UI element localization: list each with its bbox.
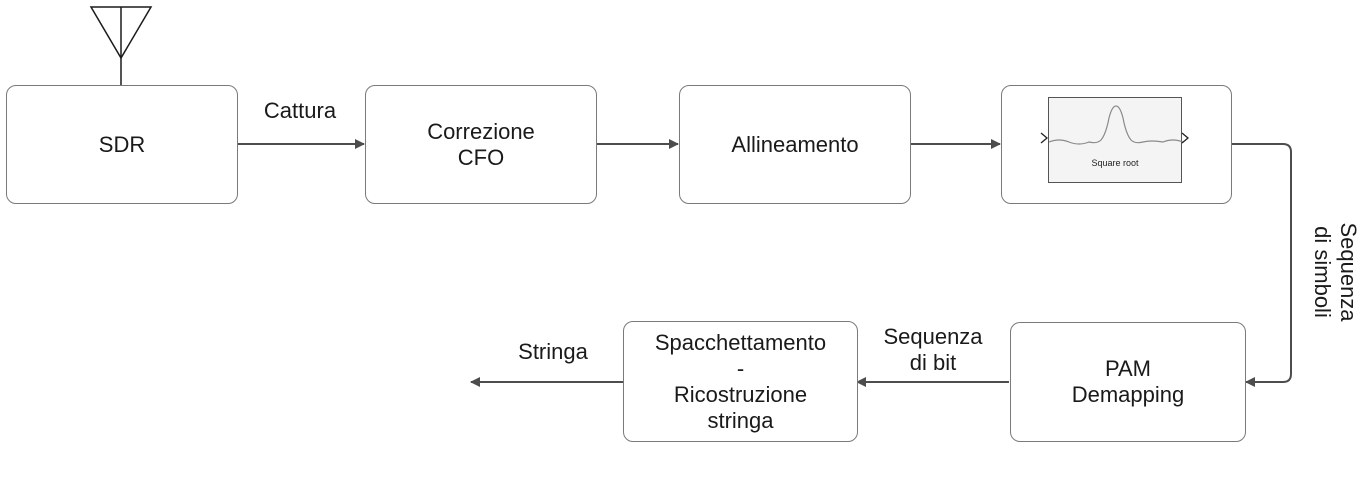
arrow-filter-to-pam: [1231, 143, 1292, 387]
symbol-sequence-label: Sequenza di simboli: [1310, 222, 1361, 322]
cfo-correction-label: Correzione CFO: [427, 118, 535, 170]
filter-caption: Square root: [1091, 158, 1139, 168]
alignment-label: Allineamento: [731, 131, 859, 157]
cfo-correction-block[interactable]: Correzione CFO: [365, 85, 597, 204]
bit-sequence-label: Sequenza di bit: [883, 324, 983, 375]
alignment-block[interactable]: Allineamento: [679, 85, 911, 204]
sdr-label: SDR: [98, 131, 146, 157]
sdr-block[interactable]: SDR: [6, 85, 238, 204]
pam-demapping-label: PAM Demapping: [1071, 356, 1185, 407]
pam-demapping-block[interactable]: PAM Demapping: [1010, 322, 1246, 442]
filter-output-port-icon: [1181, 132, 1190, 144]
square-root-filter-icon: Square root: [1048, 97, 1183, 183]
filter-input-port-icon: [1040, 132, 1049, 144]
output-string-label: Stringa: [518, 339, 588, 364]
matched-filter-block[interactable]: Square root: [1001, 85, 1232, 204]
unpacking-block[interactable]: Spacchettamento - Ricostruzione stringa: [623, 321, 858, 442]
unpacking-label: Spacchettamento - Ricostruzione stringa: [654, 329, 827, 433]
capture-label: Cattura: [263, 98, 337, 123]
antenna-icon: [89, 6, 153, 86]
